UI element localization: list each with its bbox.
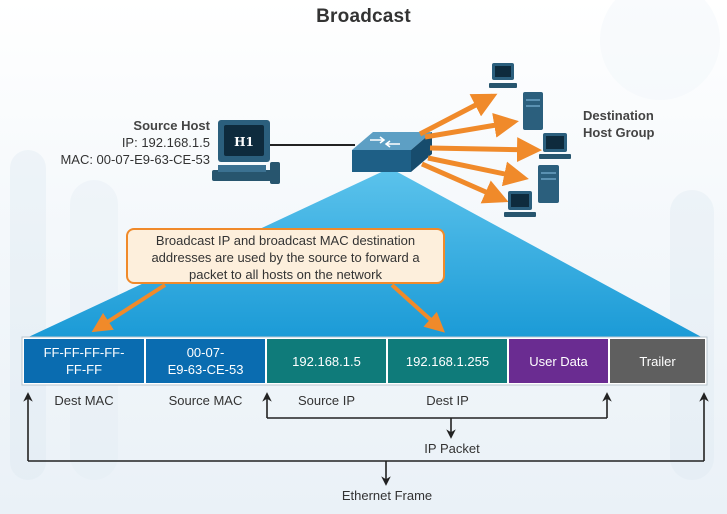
source-mac-caption: Source MAC <box>168 393 243 408</box>
frame-field-trailer: Trailer <box>610 339 705 383</box>
switch-icon <box>352 132 432 172</box>
dest-pc-icon <box>504 191 536 217</box>
broadcast-callout: Broadcast IP and broadcast MAC destinati… <box>126 228 445 284</box>
ip-packet-bracket <box>262 392 612 439</box>
broadcast-arrows <box>418 93 542 204</box>
source-host-label: Source Host <box>133 118 210 133</box>
destination-hosts <box>489 63 571 217</box>
destination-label-line2: Host Group <box>583 125 655 140</box>
diagram-title: Broadcast <box>316 6 411 27</box>
frame-field-user-data: User Data <box>509 339 608 383</box>
ethernet-frame-bracket <box>23 392 709 486</box>
destination-host-group-label: Destination Host Group <box>583 107 703 141</box>
pc-label: H1 <box>234 135 254 149</box>
dest-server-icon <box>538 165 559 203</box>
source-mac-line1: 00-07- <box>186 345 225 360</box>
destination-label-line1: Destination <box>583 108 654 123</box>
frame-field-dest-ip: 192.168.1.255 <box>388 339 507 383</box>
callout-line1: Broadcast IP and broadcast MAC destinati… <box>155 233 416 248</box>
frame-field-dest-mac: FF-FF-FF-FF- FF-FF <box>24 339 144 383</box>
dest-server-icon <box>523 92 543 130</box>
frame-field-source-ip: 192.168.1.5 <box>267 339 386 383</box>
source-mac-line2: E9-63-CE-53 <box>167 362 244 377</box>
source-host-ip: IP: 192.168.1.5 <box>121 135 210 150</box>
dest-mac-line1: FF-FF-FF-FF- <box>43 345 125 360</box>
source-ip-caption: Source IP <box>297 393 356 408</box>
source-host-mac: MAC: 00-07-E9-63-CE-53 <box>60 152 210 167</box>
callout-line2: addresses are used by the source to forw… <box>151 250 420 265</box>
frame-field-source-mac: 00-07- E9-63-CE-53 <box>146 339 265 383</box>
callout-arrows <box>91 283 445 333</box>
callout-line3: packet to all hosts on the network <box>189 267 382 282</box>
ip-packet-label: IP Packet <box>424 441 480 456</box>
dest-pc-icon <box>539 133 571 159</box>
dest-mac-caption: Dest MAC <box>54 393 114 408</box>
background-decoration <box>10 0 720 480</box>
dest-ip-caption: Dest IP <box>426 393 469 408</box>
dest-pc-icon <box>489 63 517 88</box>
ethernet-frame-label: Ethernet Frame <box>341 488 433 503</box>
dest-mac-line2: FF-FF <box>65 362 103 377</box>
source-pc-icon: H1 <box>212 120 280 184</box>
